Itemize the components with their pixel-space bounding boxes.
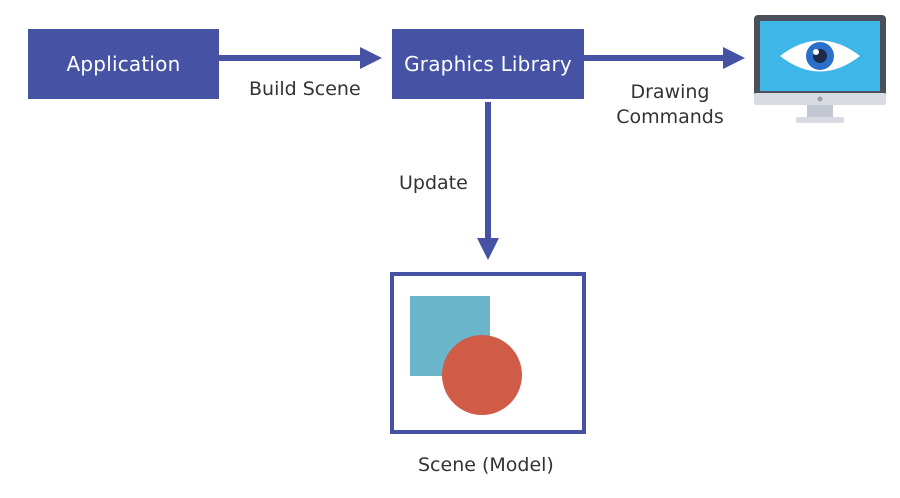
scene-model-caption: Scene (Model) xyxy=(418,454,554,476)
arrow-graphics-to-scene xyxy=(477,102,499,260)
graphics-library-node: Graphics Library xyxy=(392,29,584,99)
update-label: Update xyxy=(399,172,468,194)
graphics-library-node-label: Graphics Library xyxy=(404,52,572,76)
arrow-graphics-to-display xyxy=(584,47,745,69)
application-node-label: Application xyxy=(66,52,181,76)
drawing-commands-label-line1: Drawing xyxy=(630,81,710,103)
scene-model-frame xyxy=(390,272,586,434)
monitor-eye-icon xyxy=(754,15,886,123)
arrow-application-to-graphics xyxy=(219,47,382,69)
scene-circle-shape xyxy=(442,335,522,415)
application-node: Application xyxy=(28,29,219,99)
build-scene-label: Build Scene xyxy=(249,78,361,100)
drawing-commands-label-line2: Commands xyxy=(616,106,724,128)
drawing-commands-label: Drawing Commands xyxy=(611,80,729,130)
